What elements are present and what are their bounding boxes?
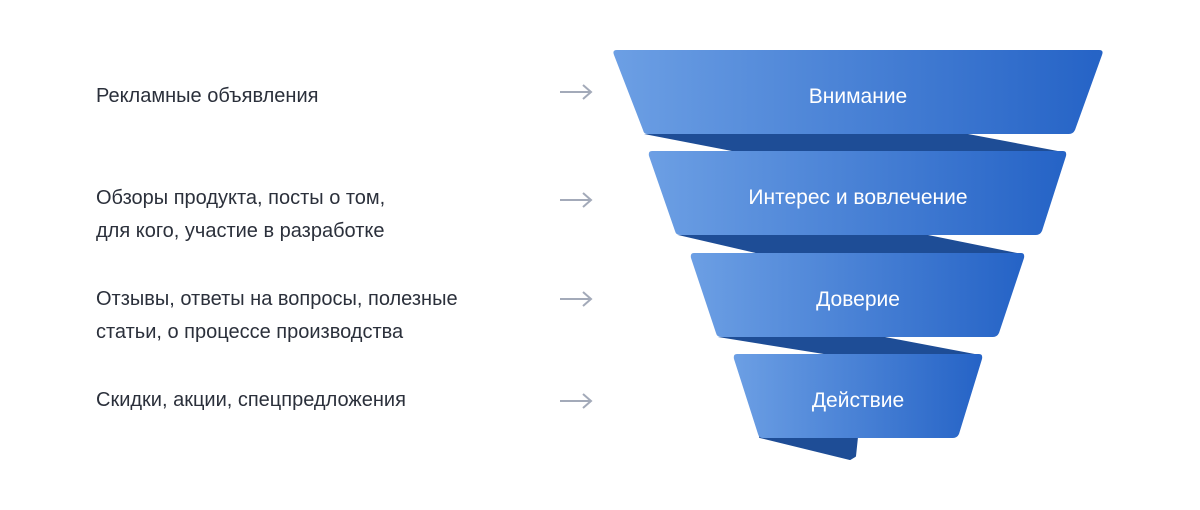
funnel-band-trust: [690, 253, 1025, 337]
stage-label-interest: Интерес и вовлечение: [748, 186, 967, 209]
funnel-band-interest: [648, 151, 1067, 235]
stage-label-action: Действие: [812, 389, 904, 412]
funnel-band-action: [733, 354, 983, 438]
arrow-right-icon: [560, 192, 593, 208]
fold-2: [678, 235, 1022, 254]
description-interest: Обзоры продукта, посты о том, для кого, …: [96, 187, 386, 242]
fold-1: [644, 134, 1063, 152]
description-action: Скидки, акции, спецпредложения: [96, 389, 406, 411]
arrow-right-icon: [560, 291, 593, 307]
arrow-right-icon: [560, 84, 593, 100]
description-trust: Отзывы, ответы на вопросы, полезные стат…: [96, 288, 458, 343]
stage-label-trust: Доверие: [816, 288, 900, 311]
fold-tail: [759, 436, 858, 460]
stage-label-attention: Внимание: [809, 85, 907, 108]
fold-3: [718, 337, 980, 355]
arrow-right-icon: [560, 393, 593, 409]
description-attention: Рекламные объявления: [96, 85, 319, 107]
funnel-band-attention: [613, 50, 1103, 134]
